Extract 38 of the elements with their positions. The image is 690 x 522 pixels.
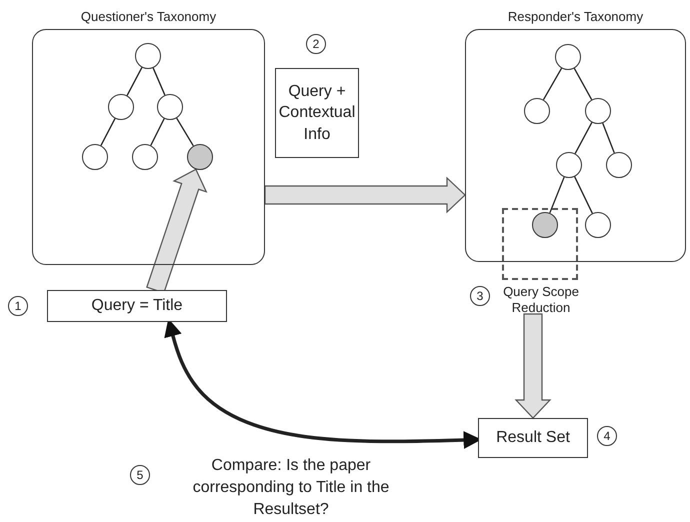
tree-node-circle (187, 144, 213, 170)
tree-node-circle (606, 152, 632, 178)
tree-branch-line (574, 176, 593, 214)
tree-node-circle (132, 144, 158, 170)
text-box: Query = Title (47, 290, 227, 322)
panel-heading: Responder's Taxonomy (506, 9, 644, 24)
tree-node-circle (135, 43, 161, 69)
tree-node-circle (82, 144, 108, 170)
note-text: Compare: Is the paper corresponding to Title in the Resultset? (192, 456, 390, 520)
tree-node-circle (108, 94, 134, 120)
step-number: 1 (8, 296, 28, 316)
tree-branch-line (574, 122, 592, 154)
tree-branch-line (126, 67, 142, 96)
node-label: Query Scope Reduction (502, 284, 580, 316)
tree-node-circle (524, 98, 550, 124)
tree-branch-line (100, 118, 116, 146)
step-number: 2 (306, 34, 326, 54)
step-number: 3 (470, 286, 490, 306)
text-box: Query + Contextual Info (275, 68, 359, 158)
tree-node-circle (555, 44, 581, 70)
tree-node-circle (585, 98, 611, 124)
block-arrow (264, 176, 466, 214)
tree-node-circle (532, 212, 558, 238)
tree-node-circle (585, 212, 611, 238)
step-number: 4 (597, 426, 617, 446)
tree-branch-line (542, 68, 562, 100)
step-number: 5 (130, 465, 150, 485)
tree-branch-line (150, 118, 165, 146)
tree-node-circle (157, 94, 183, 120)
panel-heading: Questioner's Taxonomy (80, 9, 218, 24)
tree-branch-line (574, 68, 592, 100)
text-box: Result Set (478, 418, 588, 458)
tree-node-circle (556, 152, 582, 178)
tree-branch-line (152, 68, 166, 96)
tree-branch-line (176, 118, 194, 146)
block-arrow (514, 313, 552, 419)
tree-branch-line (602, 122, 615, 154)
tree-branch-line (549, 176, 565, 214)
